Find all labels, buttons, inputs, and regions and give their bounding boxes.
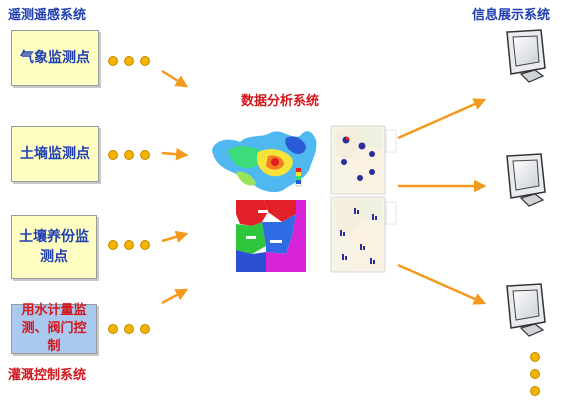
weather-monitor-box: 气象监测点 xyxy=(11,30,99,86)
zone-map-image xyxy=(234,197,308,275)
dot xyxy=(108,324,118,334)
dot xyxy=(140,240,150,250)
center-title: 数据分析系统 xyxy=(241,94,320,109)
arrow-display-1 xyxy=(397,98,487,140)
monitor-icon xyxy=(506,153,546,207)
water-metering-box: 用水计量监测、阀门控制 xyxy=(11,303,97,354)
dot xyxy=(140,56,150,66)
dot xyxy=(124,324,134,334)
bottom-title: 灌溉控制系统 xyxy=(8,368,87,383)
right-title: 信息展示系统 xyxy=(472,8,551,23)
dot xyxy=(108,240,118,250)
soil-nutrient-box: 土壤养份监测点 xyxy=(11,215,97,279)
arrow-weather xyxy=(161,69,189,88)
dot xyxy=(530,369,540,379)
dot xyxy=(124,240,134,250)
left-title: 遥测遥感系统 xyxy=(8,8,87,23)
dot xyxy=(108,56,118,66)
station-map-bottom-image xyxy=(330,196,397,273)
input-arrows xyxy=(161,69,189,305)
monitor-icon xyxy=(506,283,546,337)
dot xyxy=(140,150,150,160)
monitor-icon xyxy=(506,29,546,83)
arrow-soil-moisture xyxy=(161,147,189,161)
soil-moisture-box: 土墒监测点 xyxy=(11,126,99,182)
dot xyxy=(140,324,150,334)
dot xyxy=(108,150,118,160)
water-metering-label: 用水计量监测、阀门控制 xyxy=(21,303,87,354)
soil-moisture-label: 土墒监测点 xyxy=(20,146,90,162)
output-arrows xyxy=(397,98,487,305)
arrow-water xyxy=(161,288,189,305)
arrow-soil-nutrient xyxy=(161,230,189,243)
dot xyxy=(530,386,540,396)
weather-monitor-label: 气象监测点 xyxy=(20,50,90,66)
dot xyxy=(124,56,134,66)
heatmap-image xyxy=(212,131,317,193)
dot xyxy=(124,150,134,160)
dot xyxy=(530,352,540,362)
arrow-display-3 xyxy=(397,263,487,305)
station-map-top-image xyxy=(330,125,397,195)
soil-nutrient-label: 土壤养份监测点 xyxy=(19,229,89,265)
